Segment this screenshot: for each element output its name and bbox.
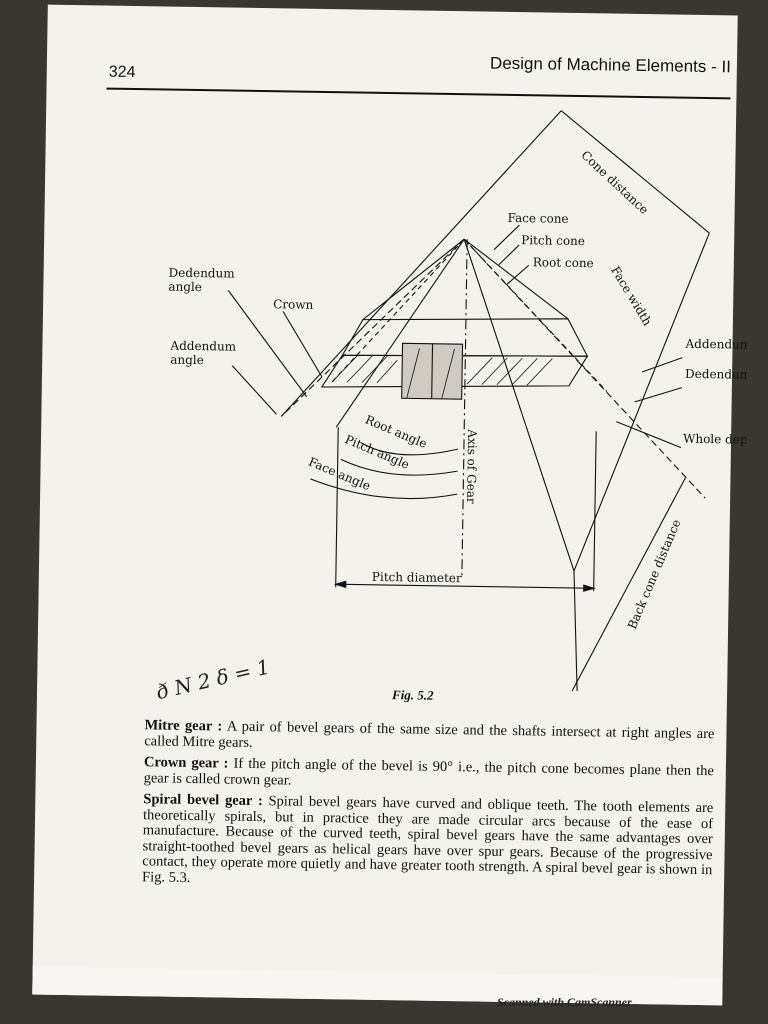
label-pitch-diameter: Pitch diameter xyxy=(372,570,462,585)
paragraph-spiral-bevel-gear: Spiral bevel gear : Spiral bevel gears h… xyxy=(142,791,713,894)
label-dedendum-angle-2: angle xyxy=(168,280,202,295)
scanner-watermark: Scanned with CamScanner xyxy=(497,995,632,1009)
book-title: Design of Machine Elements - II xyxy=(489,53,732,77)
label-face-width: Face width xyxy=(608,264,655,329)
text-mitre-gear: A pair of bevel gears of the same size a… xyxy=(144,718,715,751)
pitch-cone-right xyxy=(463,239,575,572)
label-dedendum-angle-1: Dedendum xyxy=(169,266,236,281)
label-pitch-cone: Pitch cone xyxy=(521,233,585,248)
figure-caption: Fig. 5.2 xyxy=(391,687,434,703)
paragraph-mitre-gear: Mitre gear : A pair of bevel gears of th… xyxy=(144,717,715,758)
pitch-cone-left xyxy=(335,238,465,428)
body-text: Mitre gear : A pair of bevel gears of th… xyxy=(142,717,715,900)
label-addendum: Addendum xyxy=(684,337,751,352)
label-face-angle: Face angle xyxy=(306,455,372,494)
book-page: 324 Design of Machine Elements - II xyxy=(32,4,751,1006)
label-cone-distance: Cone distance xyxy=(578,148,651,217)
label-whole-depth: Whole depth xyxy=(683,432,751,447)
label-root-cone: Root cone xyxy=(533,255,594,270)
back-cone-line xyxy=(571,477,686,692)
bevel-gear-diagram: Cone distance Face cone Pitch cone Root … xyxy=(168,110,751,692)
label-face-cone: Face cone xyxy=(507,211,568,226)
pitch-diameter-line xyxy=(335,583,594,589)
text-crown-gear: If the pitch angle of the bevel is 90° i… xyxy=(143,755,714,789)
label-axis-of-gear: Axis of Gear xyxy=(464,428,479,504)
gear-axis xyxy=(461,239,468,580)
label-addendum-angle-1: Addendum xyxy=(169,339,236,354)
gear-body xyxy=(341,318,589,357)
label-crown: Crown xyxy=(273,297,314,312)
term-mitre-gear: Mitre gear : xyxy=(144,717,223,735)
page-number: 324 xyxy=(108,63,136,82)
label-dedendum: Dedendum xyxy=(685,367,751,382)
label-addendum-angle-2: angle xyxy=(170,353,204,368)
paragraph-crown-gear: Crown gear : If the pitch angle of the b… xyxy=(143,754,714,795)
cone-line-left xyxy=(280,238,465,417)
